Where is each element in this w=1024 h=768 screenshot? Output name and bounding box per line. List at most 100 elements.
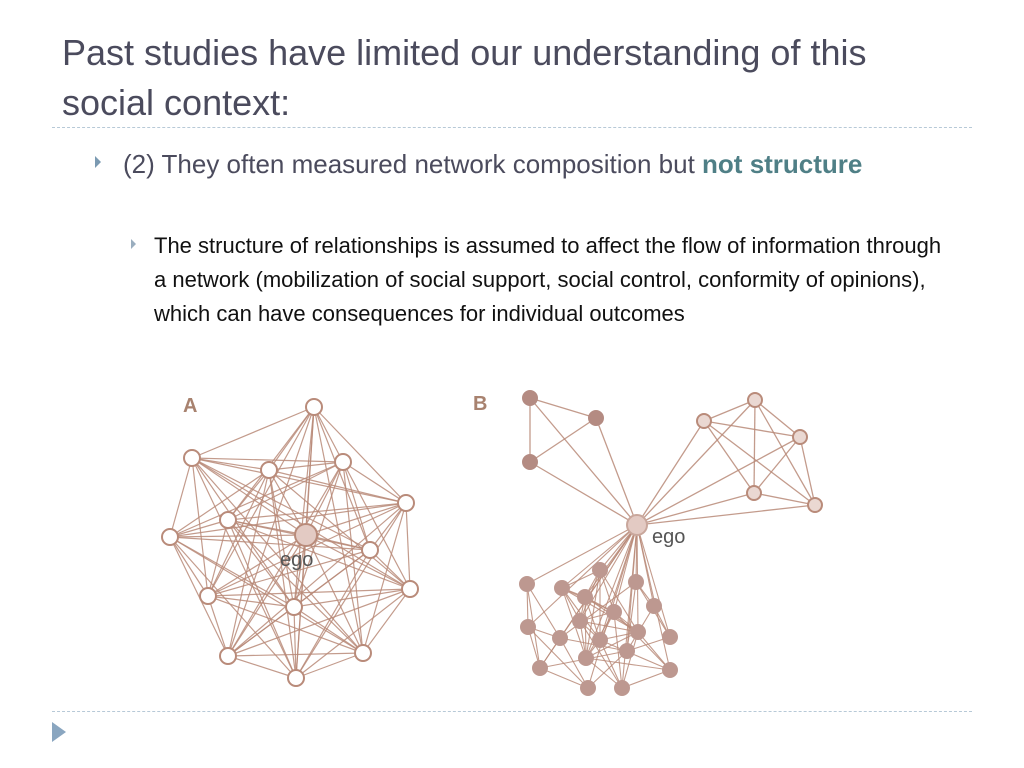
network-edge	[584, 596, 587, 659]
network-edge	[526, 583, 561, 639]
network-node	[219, 647, 237, 665]
network-edge	[191, 457, 371, 551]
network-edge	[169, 502, 407, 538]
network-edge	[227, 519, 364, 654]
ego-node	[626, 514, 648, 536]
network-node	[519, 576, 535, 592]
network-node	[630, 624, 646, 640]
network-edge	[636, 420, 705, 526]
network-node	[746, 485, 762, 501]
network-edge	[526, 524, 638, 585]
network-edge	[305, 534, 364, 654]
slide-title: Past studies have limited our understand…	[62, 32, 867, 123]
network-edge	[227, 406, 315, 657]
network-node	[577, 589, 593, 605]
network-edge	[207, 549, 371, 597]
network-node	[606, 604, 622, 620]
network-edge	[529, 461, 638, 526]
network-edge	[207, 534, 307, 597]
network-edge	[191, 457, 344, 463]
network-edge	[191, 457, 270, 471]
network-edge	[207, 588, 411, 597]
network-edge	[527, 626, 589, 689]
network-edge	[636, 492, 755, 526]
network-edge	[191, 457, 411, 590]
network-edge	[227, 534, 307, 657]
network-edge	[559, 637, 589, 689]
network-edge	[227, 469, 270, 657]
network-node	[628, 574, 644, 590]
network-edge	[227, 461, 344, 521]
network-edge	[191, 457, 297, 679]
network-node	[161, 528, 179, 546]
network-edge	[207, 406, 315, 597]
network-edge	[599, 569, 639, 633]
network-edge	[191, 457, 307, 536]
network-edge	[169, 536, 364, 654]
network-node	[747, 392, 763, 408]
network-edge	[227, 502, 407, 657]
network-node	[588, 410, 604, 426]
network-edge	[342, 461, 411, 590]
network-edge	[169, 519, 229, 538]
network-node	[361, 541, 379, 559]
network-node	[592, 562, 608, 578]
network-edge	[313, 406, 364, 654]
panel-b-label: B	[473, 393, 487, 415]
network-node	[532, 660, 548, 676]
network-edge	[268, 469, 307, 536]
bullet-arrow-icon	[95, 156, 101, 168]
network-edge	[579, 524, 638, 622]
network-panel-a	[161, 398, 419, 687]
ego-node	[294, 523, 318, 547]
network-edge	[754, 399, 801, 438]
next-slide-icon[interactable]	[52, 722, 66, 742]
network-edge	[636, 504, 816, 526]
network-edge	[305, 502, 407, 536]
network-edge	[293, 606, 297, 679]
network-edge	[362, 502, 407, 654]
network-edge	[405, 502, 411, 590]
footer-divider	[52, 711, 972, 712]
network-edge	[169, 469, 270, 538]
network-edge	[207, 519, 229, 597]
network-edge	[305, 534, 411, 590]
network-node	[578, 650, 594, 666]
network-edge	[293, 588, 411, 608]
network-edge	[599, 639, 623, 689]
network-edge	[207, 595, 364, 654]
network-node	[552, 630, 568, 646]
network-edge	[293, 534, 307, 608]
network-node	[662, 629, 678, 645]
network-edge	[169, 536, 229, 657]
network-edge	[313, 406, 371, 551]
ego-label-a: ego	[280, 549, 313, 571]
network-edge	[559, 581, 637, 639]
network-edge	[539, 667, 589, 689]
network-node	[592, 632, 608, 648]
title-divider	[52, 127, 972, 128]
bullet-level-1: (2) They often measured network composit…	[123, 145, 883, 183]
network-node	[287, 669, 305, 687]
network-edge	[293, 606, 364, 654]
network-edge	[369, 502, 407, 551]
network-edge	[207, 595, 229, 657]
network-edge	[703, 420, 801, 438]
network-edge	[191, 457, 209, 597]
network-edge	[621, 524, 638, 689]
network-edge	[227, 652, 364, 657]
network-edge	[169, 536, 209, 597]
panel-a-label: A	[183, 395, 197, 417]
network-edge	[313, 406, 344, 463]
network-node	[260, 461, 278, 479]
network-node	[305, 398, 323, 416]
network-edge	[362, 588, 411, 654]
network-edge	[561, 587, 639, 633]
network-edge	[207, 595, 295, 608]
sub-bullet-arrow-icon	[131, 239, 136, 249]
network-edge	[753, 399, 756, 494]
network-node	[619, 643, 635, 659]
bullet-1-emphasis: not structure	[702, 149, 863, 179]
network-edge	[191, 457, 295, 608]
network-edge	[799, 436, 816, 506]
